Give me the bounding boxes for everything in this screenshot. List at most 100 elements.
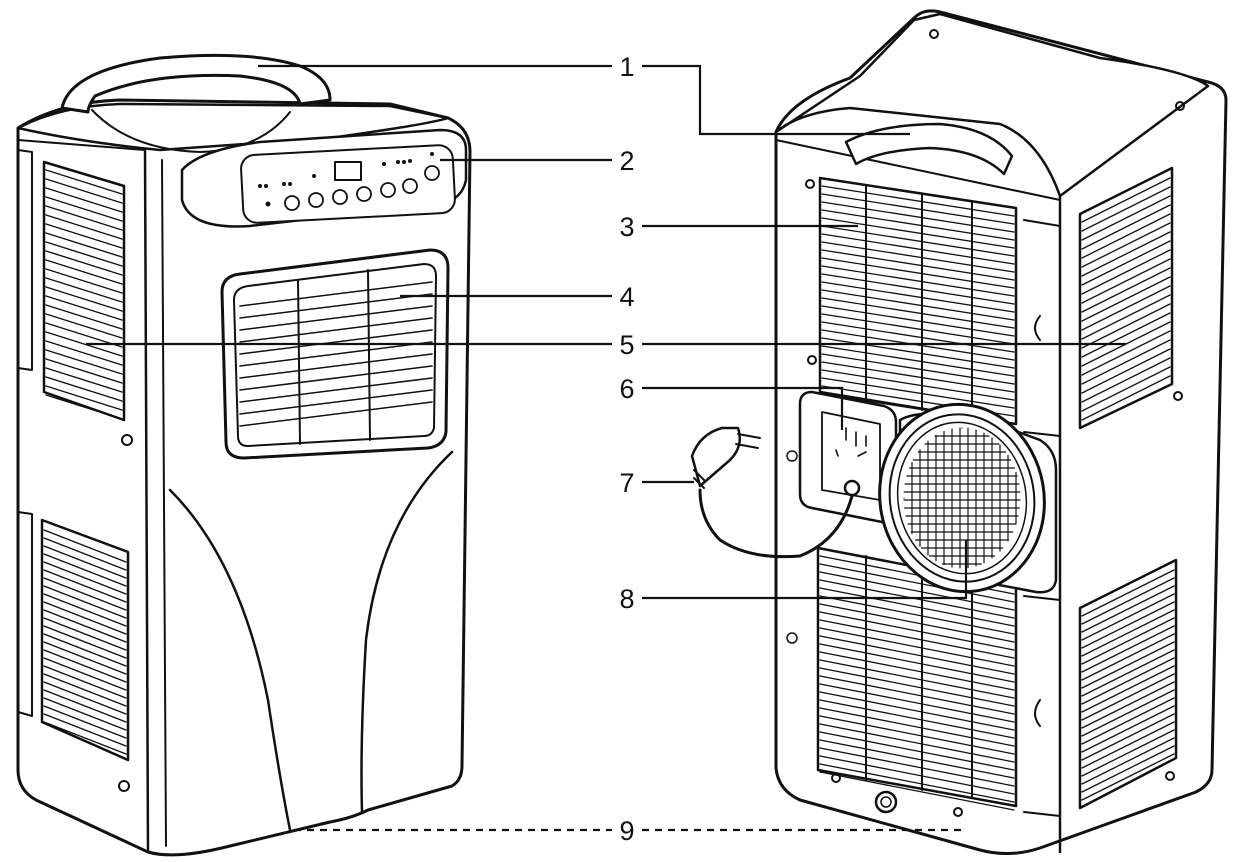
grille-slat (1081, 593, 1175, 641)
grille-slat (1081, 657, 1175, 705)
grille-slat (45, 394, 123, 420)
filter-slat (821, 361, 1015, 393)
grille-slat (45, 340, 123, 366)
filter-slat (819, 627, 1015, 667)
grille-slat (1081, 721, 1175, 769)
grille-slat (45, 250, 123, 276)
filter-slat (819, 675, 1015, 715)
grille-slat (45, 259, 123, 285)
exhaust-outlet-icon (878, 402, 1058, 594)
filter-slat (821, 297, 1015, 329)
louver-slat (239, 329, 433, 355)
grille-slat (45, 358, 123, 384)
filter-slat (821, 377, 1015, 409)
filter-slat (819, 731, 1015, 771)
filter-slat (819, 763, 1015, 803)
grille-slat (45, 304, 123, 330)
grille-slat (1081, 357, 1171, 403)
filter-slat (821, 241, 1015, 273)
grille-slat (1081, 753, 1175, 801)
filter-slat (819, 595, 1015, 635)
filter-slat (819, 739, 1015, 779)
grille-slat (1081, 375, 1171, 421)
grille-slat (1081, 585, 1175, 633)
callout-4: 4 (619, 282, 634, 312)
grille-slat (43, 545, 127, 579)
grille-slat (1081, 213, 1171, 259)
grille-slat (43, 609, 127, 643)
filter-slat (819, 755, 1015, 795)
grille-slat (1081, 240, 1171, 286)
filter-slat (821, 273, 1015, 305)
grille-slat (1081, 312, 1171, 358)
grille-slat (1081, 276, 1171, 322)
grille-slat (1081, 673, 1175, 721)
filter-slat (821, 225, 1015, 257)
filter-slat (819, 587, 1015, 627)
grille-slat (45, 196, 123, 222)
grille-slat (43, 561, 127, 595)
filter-slat (819, 603, 1015, 643)
power-plug-icon (690, 426, 854, 559)
filter-slat (819, 707, 1015, 747)
grille-slat (43, 705, 127, 739)
grille-slat (43, 657, 127, 691)
callout-5: 5 (619, 330, 634, 360)
filter-slat (821, 321, 1015, 353)
control-panel-icon (180, 128, 468, 228)
grille-slat (1081, 267, 1171, 313)
filter-slat (819, 619, 1015, 659)
filter-slat (819, 715, 1015, 755)
grille-slat (1081, 625, 1175, 673)
grille-slat (1081, 681, 1175, 729)
callout-9: 9 (619, 816, 634, 846)
grille-slat (45, 187, 123, 213)
filter-slat (821, 305, 1015, 337)
air-outlet-louver-icon (220, 248, 450, 460)
grille-slat (43, 553, 127, 587)
air-inlet-grille-icon (1023, 166, 1178, 817)
filter-slat (819, 635, 1015, 675)
grille-slat (45, 295, 123, 321)
callout-7: 7 (619, 468, 634, 498)
grille-slat (1081, 601, 1175, 649)
grille-slat (43, 569, 127, 603)
grille-slat (1081, 689, 1175, 737)
grille-slat (1081, 745, 1175, 793)
callout-3: 3 (619, 212, 634, 242)
grille-slat (1081, 222, 1171, 268)
grille-slat (1081, 649, 1175, 697)
grille-slat (45, 178, 123, 204)
grille-slat (45, 205, 123, 231)
grille-slat (1081, 665, 1175, 713)
grille-slat (45, 331, 123, 357)
callout-6: 6 (619, 374, 634, 404)
filter-slat (821, 369, 1015, 401)
filter-slat (821, 209, 1015, 241)
grille-slat (1081, 609, 1175, 657)
filter-slat (821, 193, 1015, 225)
callout-labels: 1 2 3 4 5 6 7 8 9 (619, 52, 634, 846)
grille-slat (1081, 697, 1175, 745)
grille-slat (1081, 577, 1175, 625)
louver-slat (239, 377, 433, 403)
grille-slat (43, 665, 127, 699)
grille-slat (43, 593, 127, 627)
filter-slat (819, 563, 1015, 603)
louver-slat (239, 353, 433, 379)
filter-slat (819, 571, 1015, 611)
grille-slat (45, 268, 123, 294)
callout-8: 8 (619, 584, 634, 614)
grille-slat (45, 232, 123, 258)
grille-slat (45, 349, 123, 375)
air-inlet-grille-icon (17, 149, 130, 762)
grille-slat (45, 286, 123, 312)
louver-slat (239, 317, 433, 343)
grille-slat (1081, 186, 1171, 232)
filter-slat (821, 185, 1015, 217)
grille-slat (1081, 617, 1175, 665)
louver-slat (239, 293, 433, 319)
filter-slat (821, 201, 1015, 233)
louver-slat (239, 365, 433, 391)
